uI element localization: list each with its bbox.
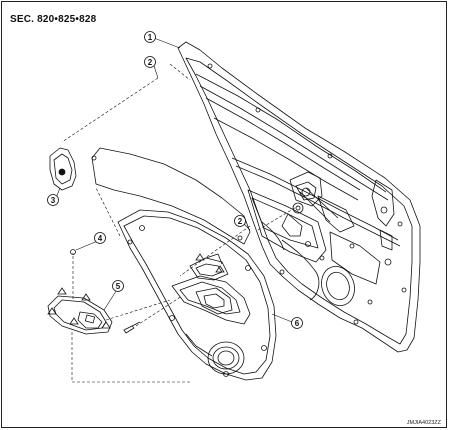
door-finisher [91, 147, 277, 381]
callout-5: 5 [112, 280, 124, 292]
triangle-icon [69, 317, 79, 325]
callout-3: 3 [47, 194, 59, 206]
door-inner-panel [177, 41, 421, 353]
leader-lines [55, 37, 293, 323]
svg-text:1: 1 [148, 33, 153, 42]
callout-2a: 2 [144, 56, 156, 68]
triangle-icon [57, 287, 67, 295]
svg-text:5: 5 [116, 282, 121, 291]
screw-clip [123, 321, 141, 334]
callout-1: 1 [144, 31, 156, 43]
svg-text:2: 2 [148, 58, 153, 67]
screw-4 [70, 249, 76, 255]
triangle-icon [195, 253, 205, 261]
svg-text:3: 3 [51, 196, 56, 205]
callout-4: 4 [94, 232, 106, 244]
triangle-icon [81, 293, 91, 301]
callouts: 1 2 2 3 4 5 6 [47, 31, 303, 329]
triangle-markers [47, 253, 225, 329]
svg-text:2: 2 [238, 217, 243, 226]
figure-code: JMJIA4023ZZ [406, 420, 441, 426]
svg-text:4: 4 [98, 234, 103, 243]
callout-2b: 2 [234, 215, 246, 227]
triangle-icon [47, 307, 57, 315]
triangle-icon [215, 265, 225, 273]
callout-6: 6 [291, 317, 303, 329]
assembly-lines [61, 63, 299, 383]
corner-trim [49, 147, 77, 191]
triangle-icon [101, 321, 111, 329]
svg-text:6: 6 [295, 319, 300, 328]
section-label: SEC. 820•825•828 [10, 14, 97, 25]
